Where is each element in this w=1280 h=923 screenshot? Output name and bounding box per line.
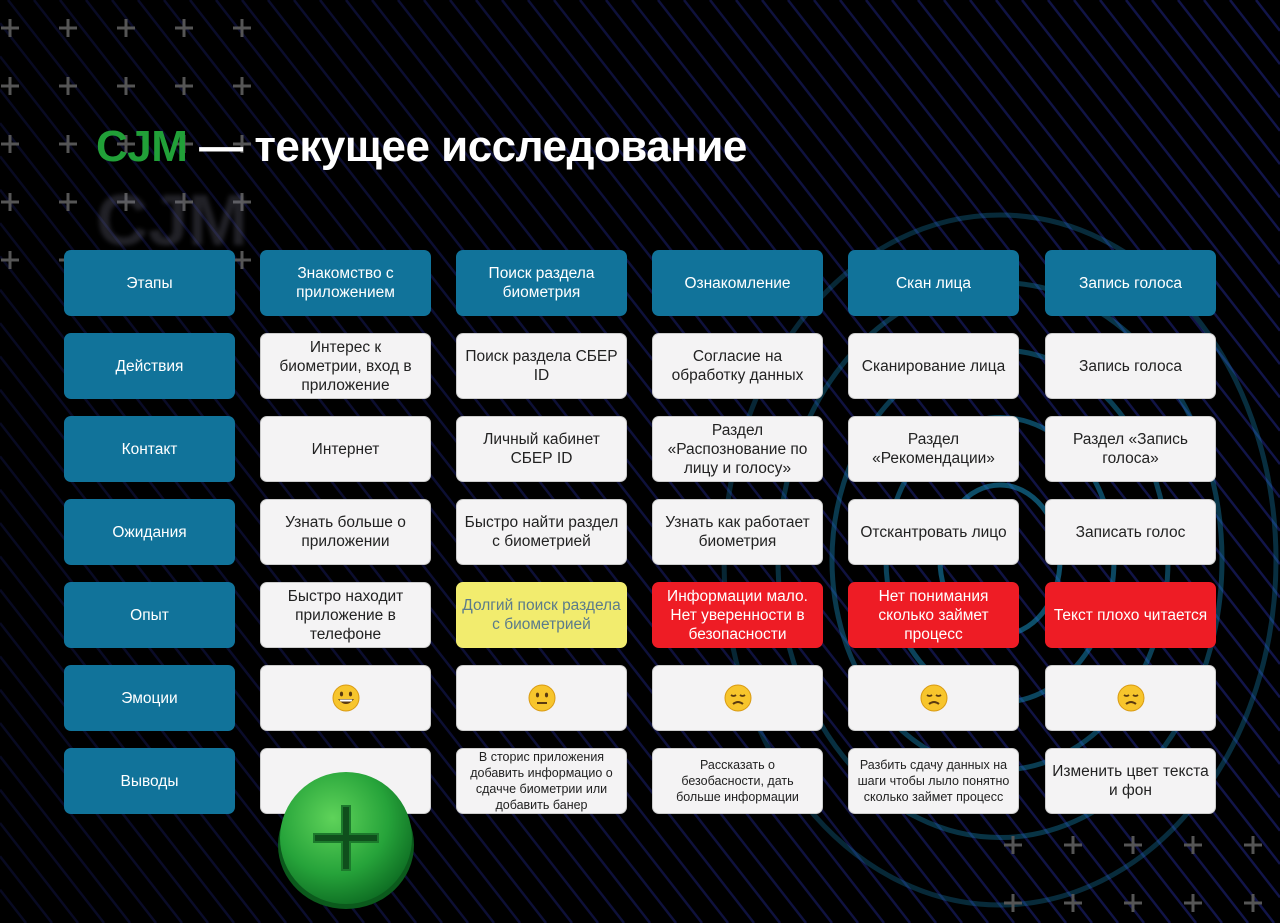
experience-cell: Нет понимания сколько займет процесс [848,582,1019,648]
emotions-cell [260,665,431,731]
grinning-face-icon [332,684,359,712]
expectations-cell: Узнать как работает биометрия [652,499,823,565]
row-label-stages: Этапы [64,250,235,316]
expectations-cell: Записать голос [1045,499,1216,565]
conclusions-cell: В сторис приложения добавить информацио … [456,748,627,814]
stage-header: Запись голоса [1045,250,1216,316]
experience-cell: Информации мало. Нет уверенности в безоп… [652,582,823,648]
emotions-cell [1045,665,1216,731]
row-label-expectations: Ожидания [64,499,235,565]
row-label-conclusions: Выводы [64,748,235,814]
conclusions-cell: Разбить сдачу данных на шаги чтобы лыло … [848,748,1019,814]
conclusions-cell: Рассказать о безобасности, дать больше и… [652,748,823,814]
row-label-actions: Действия [64,333,235,399]
conclusions-cell: Изменить цвет текста и фон [1045,748,1216,814]
plus-icon [278,772,414,909]
disappointed-face-icon [920,684,947,712]
row-label-emotions: Эмоции [64,665,235,731]
title-rest: — текущее исследование [187,122,747,171]
title-accent: CJM [96,122,188,171]
row-label-contact: Контакт [64,416,235,482]
actions-cell: Интерес к биометрии, вход в приложение [260,333,431,399]
stage-header: Знакомство с приложением [260,250,431,316]
stage-header: Скан лица [848,250,1019,316]
actions-cell: Поиск раздела СБЕР ID [456,333,627,399]
contact-cell: Интернет [260,416,431,482]
stage-header: Ознакомление [652,250,823,316]
stage-header: Поиск раздела биометрия [456,250,627,316]
emotions-cell [652,665,823,731]
experience-cell: Текст плохо читается [1045,582,1216,648]
row-label-experience: Опыт [64,582,235,648]
disappointed-face-icon [1117,684,1144,712]
contact-cell: Раздел «Запись голоса» [1045,416,1216,482]
expectations-cell: Отскантровать лицо [848,499,1019,565]
page-title: CJM — текущее исследование [96,122,747,172]
expectations-cell: Узнать больше о приложении [260,499,431,565]
neutral-face-icon [528,684,555,712]
experience-cell: Долгий поиск раздела с биометрией [456,582,627,648]
contact-cell: Раздел «Распознование по лицу и голосу» [652,416,823,482]
actions-cell: Сканирование лица [848,333,1019,399]
emotions-cell [848,665,1019,731]
contact-cell: Раздел «Рекомендации» [848,416,1019,482]
emotions-cell [456,665,627,731]
actions-cell: Согласие на обработку данных [652,333,823,399]
actions-cell: Запись голоса [1045,333,1216,399]
ghost-title: CJM [96,181,249,261]
contact-cell: Личный кабинет СБЕР ID [456,416,627,482]
expectations-cell: Быстро найти раздел с биометрией [456,499,627,565]
experience-cell: Быстро находит приложение в телефоне [260,582,431,648]
disappointed-face-icon [724,684,751,712]
